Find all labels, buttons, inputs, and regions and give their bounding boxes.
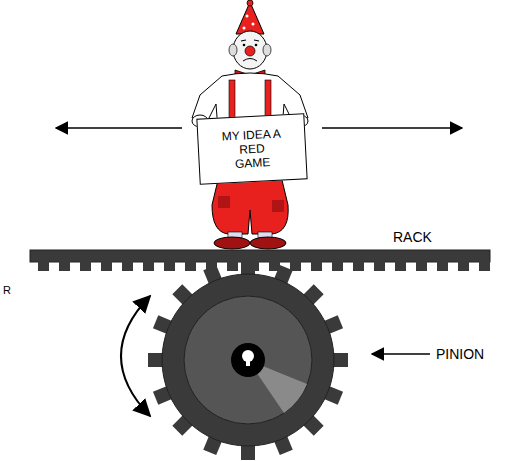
leader-arrow: [372, 353, 430, 355]
rack-tooth: [38, 261, 49, 271]
rack-tooth: [164, 261, 175, 271]
rack: [30, 250, 490, 271]
rack-tooth: [353, 261, 364, 271]
rack-tooth: [227, 261, 238, 271]
rack-tooth: [479, 261, 490, 271]
rack-tooth: [437, 261, 448, 271]
rack-tooth: [290, 261, 301, 271]
rack-tooth: [416, 261, 427, 271]
sign-board: MY IDEA A RED GAME: [196, 113, 307, 185]
motion-arrow: [56, 127, 182, 129]
part-label: R: [3, 284, 11, 296]
part-label: PINION: [436, 346, 484, 362]
rack-tooth: [458, 261, 469, 271]
rotation-arrow: [121, 296, 150, 416]
clown: [192, 0, 308, 249]
pinion-gear: [148, 260, 348, 460]
rack-tooth: [143, 261, 154, 271]
rack-tooth: [122, 261, 133, 271]
rack-tooth: [374, 261, 385, 271]
rack-tooth: [395, 261, 406, 271]
rack-tooth: [185, 261, 196, 271]
rack-tooth: [101, 261, 112, 271]
rack-tooth: [80, 261, 91, 271]
sign-text: MY IDEA A RED GAME: [221, 126, 283, 171]
part-label: RACK: [393, 229, 432, 245]
motion-arrow: [322, 127, 462, 129]
rack-tooth: [311, 261, 322, 271]
rack-tooth: [59, 261, 70, 271]
rack-tooth: [332, 261, 343, 271]
